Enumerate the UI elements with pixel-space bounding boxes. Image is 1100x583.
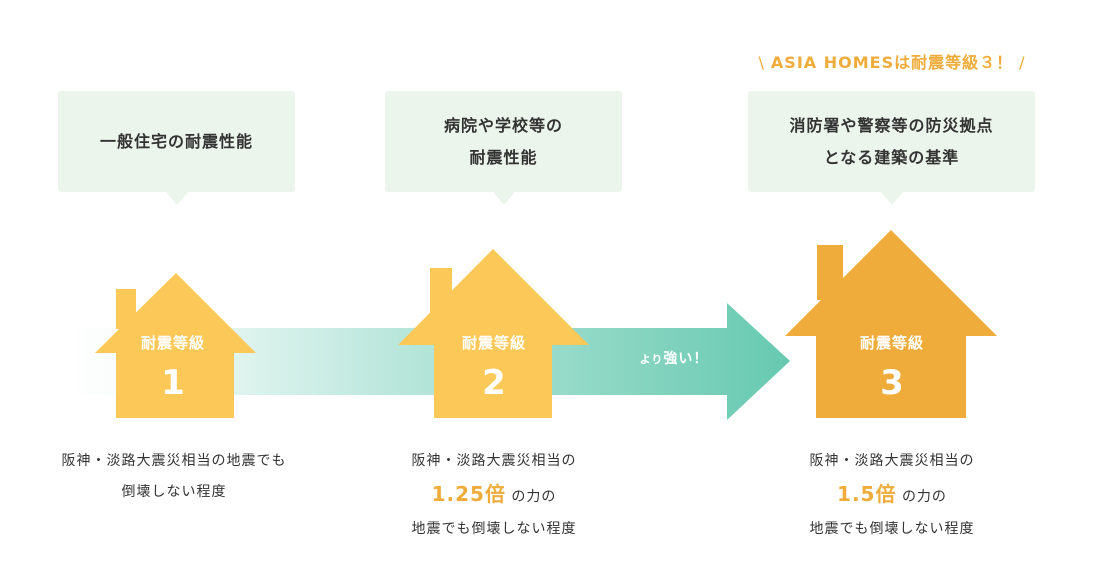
house-3-text: 耐震等級 3 xyxy=(827,333,957,403)
tagline-right-slash: / xyxy=(1019,53,1026,72)
bubble-grade-1: 一般住宅の耐震性能 xyxy=(58,91,295,205)
house-2-body xyxy=(398,249,589,418)
house-1-label: 耐震等級 xyxy=(140,334,205,352)
description-grade-2: 阪神・淡路大震災相当の 1.25倍 の力の 地震でも倒壊しない程度 xyxy=(350,446,638,545)
desc-3-line-2: 1.5倍 の力の xyxy=(748,477,1036,514)
bubble-3-line-2: となる建築の基準 xyxy=(823,147,960,167)
house-1-text: 耐震等級 1 xyxy=(116,333,230,403)
desc-3-multiplier: 1.5倍 xyxy=(837,482,897,506)
house-grade-3 xyxy=(785,230,997,418)
bubble-3-line-1: 消防署や警察等の防災拠点 xyxy=(789,115,994,135)
bubble-grade-2: 病院や学校等の 耐震性能 xyxy=(385,91,622,205)
bubble-2-line-2: 耐震性能 xyxy=(469,147,538,167)
house-3-label: 耐震等級 xyxy=(859,334,924,352)
arrow-label-small: より xyxy=(639,353,664,366)
desc-3-line-1: 阪神・淡路大震災相当の xyxy=(809,453,975,469)
house-1-grade: 1 xyxy=(161,363,185,403)
desc-2-line-3: 地震でも倒壊しない程度 xyxy=(411,521,577,537)
desc-2-line-2: 1.25倍 の力の xyxy=(350,477,638,514)
bubble-2-line-1: 病院や学校等の xyxy=(443,115,563,135)
desc-2-multiplier: 1.25倍 xyxy=(431,482,506,506)
house-2-label: 耐震等級 xyxy=(461,334,526,352)
house-3-grade: 3 xyxy=(880,363,904,403)
desc-1-line-1: 阪神・淡路大震災相当の地震でも xyxy=(61,453,287,469)
asia-homes-tagline: \ ASIA HOMESは耐震等級３！ / xyxy=(720,50,1064,76)
bubble-1-line-1: 一般住宅の耐震性能 xyxy=(99,131,253,151)
desc-2-after-multiplier: の力の xyxy=(511,489,557,505)
strength-arrow xyxy=(70,303,790,420)
description-grade-3: 阪神・淡路大震災相当の 1.5倍 の力の 地震でも倒壊しない程度 xyxy=(748,446,1036,545)
house-3-body xyxy=(785,230,997,418)
arrow-label: より強い！ xyxy=(626,348,722,371)
house-grade-1 xyxy=(95,273,256,418)
bubble-grade-3: 消防署や警察等の防災拠点 となる建築の基準 xyxy=(748,91,1035,205)
tagline-text: ASIA HOMESは耐震等級３！ xyxy=(770,53,1014,72)
desc-3-after-multiplier: の力の xyxy=(901,489,947,505)
house-grade-2 xyxy=(398,249,589,418)
arrow-label-main: 強い！ xyxy=(663,351,709,367)
house-2-text: 耐震等級 2 xyxy=(437,333,551,403)
house-2-grade: 2 xyxy=(482,363,506,403)
desc-2-line-1: 阪神・淡路大震災相当の xyxy=(411,453,577,469)
desc-1-line-2: 倒壊しない程度 xyxy=(121,484,227,500)
desc-3-line-3: 地震でも倒壊しない程度 xyxy=(809,521,975,537)
house-1-body xyxy=(95,273,256,418)
description-grade-1: 阪神・淡路大震災相当の地震でも 倒壊しない程度 xyxy=(30,446,318,508)
tagline-left-slash: \ xyxy=(758,53,765,72)
